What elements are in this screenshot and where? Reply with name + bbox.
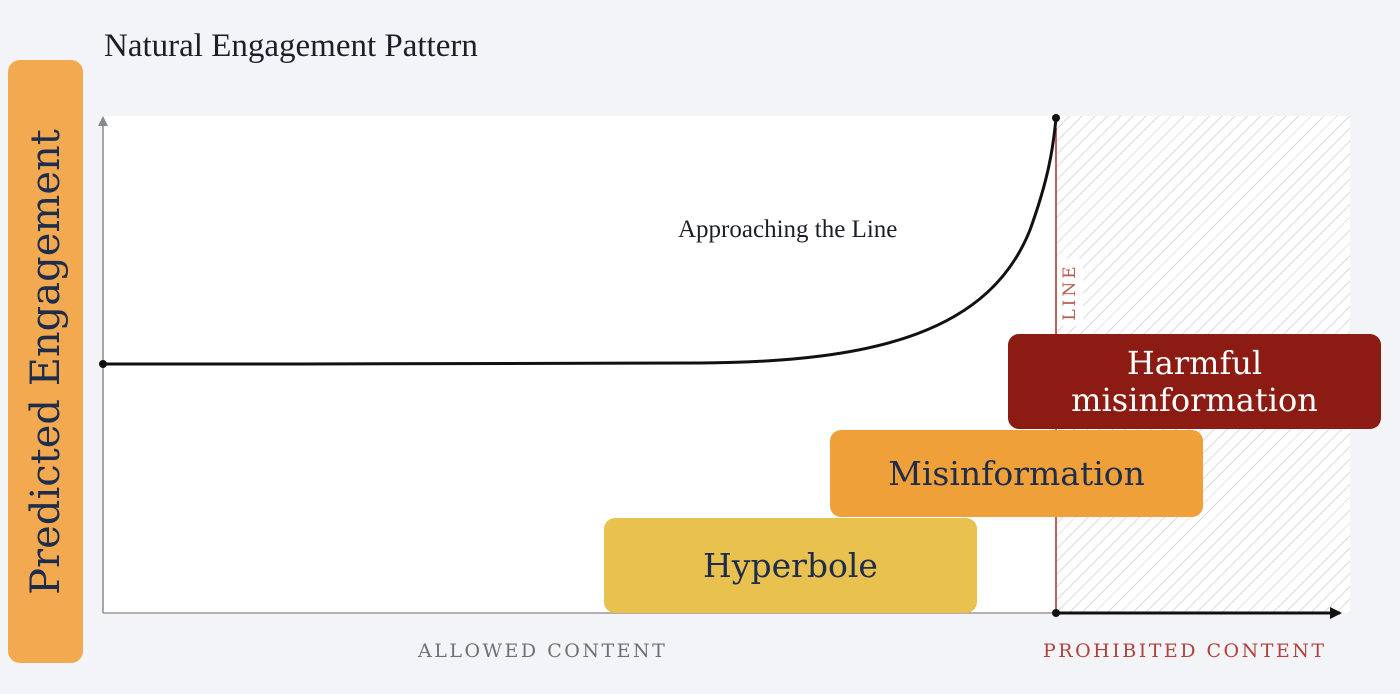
diagram-title: Natural Engagement Pattern — [104, 28, 478, 64]
y-axis-label-box: Predicted Engagement — [8, 60, 83, 663]
curve-annotation: Approaching the Line — [678, 216, 898, 243]
misinformation-box: Misinformation — [830, 430, 1203, 517]
curve-start-dot — [99, 360, 107, 368]
harmful-misinformation-box: Harmful misinformation — [1008, 334, 1381, 429]
hyperbole-label: Hyperbole — [703, 545, 878, 585]
curve-end-dot — [1052, 114, 1060, 122]
line-label: LINE — [1057, 258, 1083, 326]
prohibited-content-label: PROHIBITED CONTENT — [1043, 640, 1327, 662]
engagement-curve — [101, 116, 1058, 366]
harmful-misinformation-label: Harmful misinformation — [1071, 343, 1318, 419]
hyperbole-box: Hyperbole — [604, 518, 977, 613]
misinformation-label: Misinformation — [888, 453, 1145, 493]
axis-end-dot — [1052, 609, 1060, 617]
allowed-content-label: ALLOWED CONTENT — [418, 640, 668, 662]
y-axis-arrow — [98, 116, 108, 126]
